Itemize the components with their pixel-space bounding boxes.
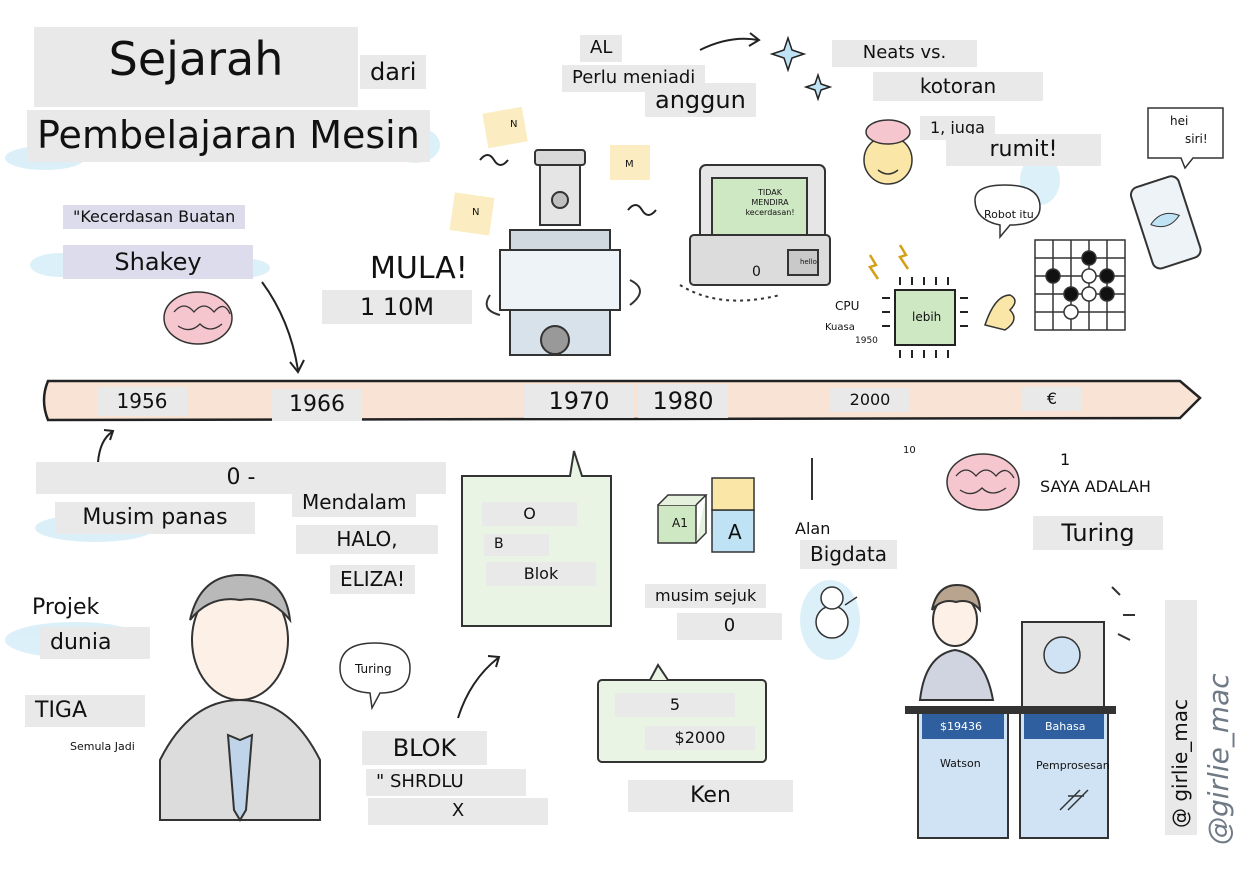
label-al: AL <box>580 35 623 62</box>
smartphone-icon <box>1129 175 1202 270</box>
flexed-arm-icon <box>984 294 1016 331</box>
sticky-note <box>610 145 650 180</box>
sparkle-icon <box>803 72 833 102</box>
a-cube-icon <box>711 477 755 553</box>
money-amount: $2000 <box>645 726 755 750</box>
blocks-blok: Blok <box>486 562 596 586</box>
sticky-n2: N <box>472 207 480 218</box>
cube-a1-label: A1 <box>672 516 688 530</box>
go-board-icon <box>1034 239 1126 331</box>
label-anggun: anggun <box>645 83 756 117</box>
label-blok-caps: BLOK <box>362 731 487 765</box>
sparkle-icon <box>1111 586 1135 641</box>
label-ken: Ken <box>628 780 793 812</box>
speech-bubble <box>339 642 411 711</box>
turing-portrait-icon <box>159 573 321 822</box>
label-bigdata: Bigdata <box>800 540 898 569</box>
label-mendalam: Mendalam <box>292 488 417 517</box>
page-subtitle: Pembelajaran Mesin <box>27 110 430 162</box>
podium-pemprosesan: Pemprosesan <box>1036 759 1110 772</box>
title-dari: dari <box>360 55 427 89</box>
squiggle-icon <box>479 154 509 166</box>
computer-screen-text: TIDAK MENDIRA kecerdasan! <box>745 188 795 217</box>
label-musim-panas: Musim panas <box>55 502 255 534</box>
computer-zero: 0 <box>752 264 761 280</box>
label-tiga: TIGA <box>25 695 145 727</box>
year-1970: 1970 <box>524 384 634 418</box>
squiggle-icon <box>627 204 657 216</box>
computer-mini: hello <box>800 258 817 266</box>
label-mula: MULA! <box>370 251 468 286</box>
speech-bubble <box>974 184 1041 240</box>
author-handle: @ girlie_mac <box>1168 699 1192 828</box>
label-semula: Semula Jadi <box>70 740 135 753</box>
a1-cube-icon <box>657 494 708 544</box>
arrow-icon <box>261 281 299 371</box>
contestant-icon <box>918 583 995 701</box>
podium-bahasa: Bahasa <box>1045 720 1086 733</box>
speech-bubble <box>1147 107 1224 170</box>
label-cpu: CPU <box>835 299 860 313</box>
label-turing-bubble: Turing <box>355 662 392 676</box>
sticky-note <box>482 106 528 149</box>
label-siri: siri! <box>1185 132 1208 146</box>
sticky-m: M <box>625 159 634 170</box>
blocks-o: O <box>482 502 577 526</box>
blocks-b: B <box>484 534 549 556</box>
label-kecerdasan: "Kecerdasan Buatan <box>63 205 246 229</box>
label-lebih: lebih <box>912 310 942 324</box>
year-euro: € <box>1022 387 1082 411</box>
arrow-icon <box>699 37 759 51</box>
exploding-head-icon <box>863 119 913 185</box>
podium-amount: $19436 <box>940 720 982 733</box>
cpu-chip-icon <box>882 277 968 358</box>
label-kuasa: Kuasa <box>825 322 855 333</box>
label-halo: HALO, <box>296 525 438 554</box>
label-dunia: dunia <box>40 627 150 659</box>
brain-icon <box>946 453 1020 511</box>
retro-computer-icon <box>679 164 831 302</box>
label-turing: Turing <box>1033 516 1163 550</box>
label-robot: Robot itu <box>984 208 1034 221</box>
money-five: 5 <box>615 693 735 717</box>
year-1980: 1980 <box>638 384 728 418</box>
cube-a-label: A <box>728 520 742 544</box>
label-ten: 10 <box>903 445 916 456</box>
lightning-icon <box>898 244 910 270</box>
label-mula-sub: 1 10M <box>322 290 472 324</box>
label-shakey: Shakey <box>63 245 253 279</box>
label-cpu-year: 1950 <box>855 336 878 346</box>
label-x: X <box>368 798 548 825</box>
year-2000: 2000 <box>830 388 910 412</box>
sparkle-icon <box>769 35 807 73</box>
year-1966: 1966 <box>272 389 362 421</box>
page-title: Sejarah <box>34 27 358 107</box>
label-shrdlu: " SHRDLU <box>366 769 526 796</box>
label-neats: Neats vs. <box>832 40 977 67</box>
shakey-robot-icon <box>485 149 641 356</box>
label-alan: Alan <box>795 519 831 538</box>
label-kotoran: kotoran <box>873 72 1043 101</box>
arrow-icon <box>457 657 499 719</box>
label-projek: Projek <box>32 595 100 620</box>
author-signature: @girlie_mac <box>1202 673 1235 845</box>
label-one: 1 <box>1060 450 1071 469</box>
podium-watson: Watson <box>940 757 981 770</box>
label-eliza: ELIZA! <box>330 565 416 594</box>
year-1956: 1956 <box>97 387 187 416</box>
sticky-note <box>449 192 495 236</box>
label-sejuk-zero: 0 <box>677 613 782 640</box>
label-saya-adalah: SAYA ADALAH <box>1040 477 1151 496</box>
brain-icon <box>163 291 233 345</box>
label-musim-sejuk: musim sejuk <box>645 584 767 608</box>
snowman-icon <box>815 586 858 639</box>
sticky-n1: N <box>510 119 518 130</box>
lightning-icon <box>868 254 880 280</box>
arrow-icon <box>97 431 113 463</box>
label-hei: hei <box>1170 114 1189 128</box>
handle-box <box>1165 600 1197 835</box>
label-rumit: rumit! <box>946 134 1101 166</box>
